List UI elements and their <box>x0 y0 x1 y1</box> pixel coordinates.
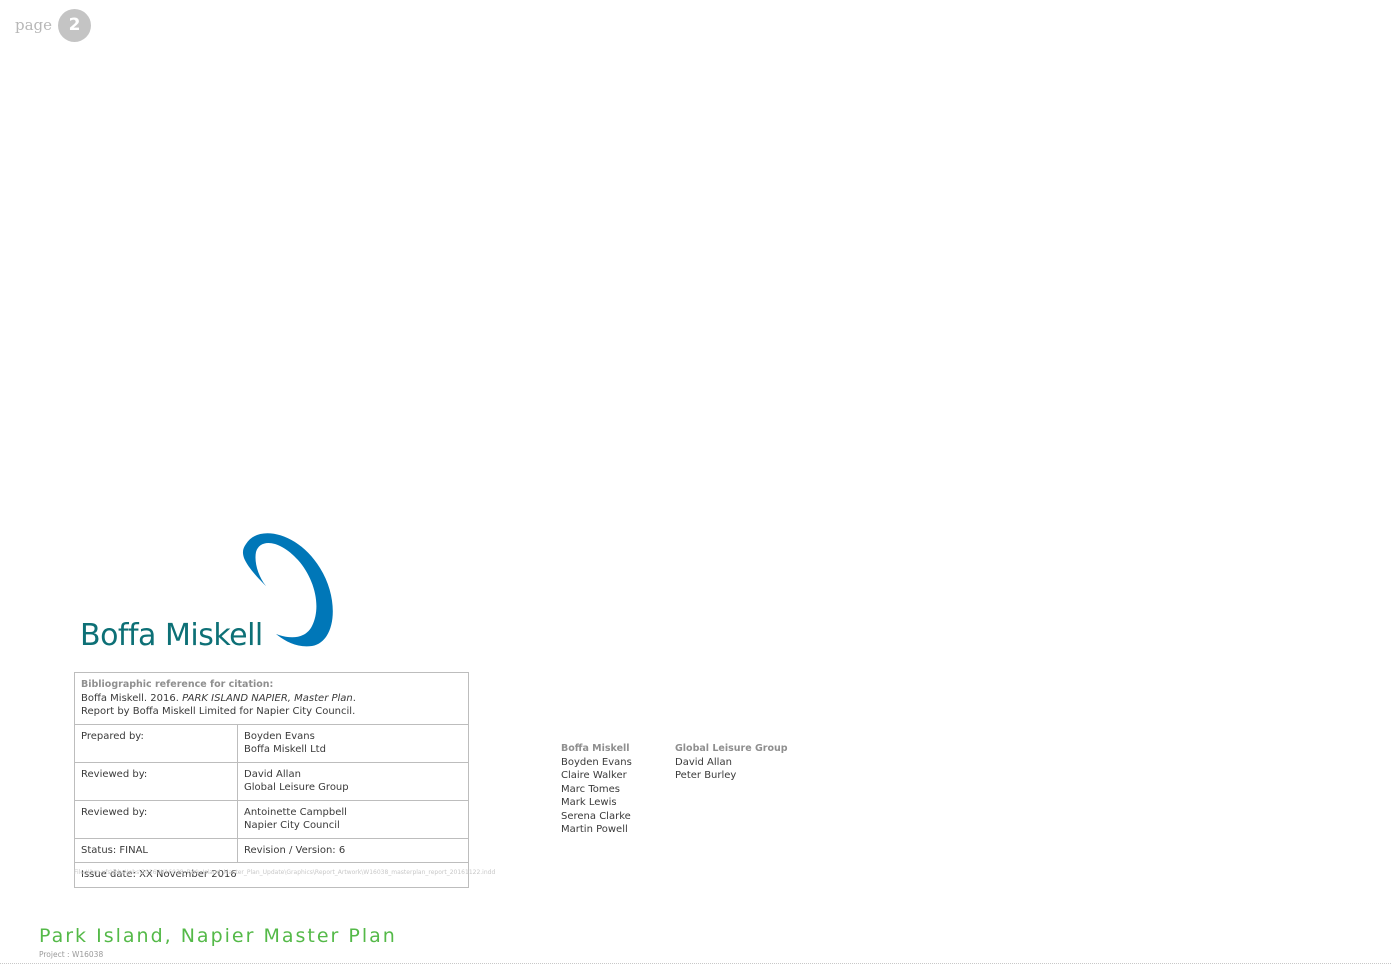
reviewed-by-value: Antoinette Campbell Napier City Council <box>238 801 468 838</box>
reviewed-by-label: Reviewed by: <box>75 800 238 838</box>
boffa-miskell-logo: Boffa Miskell <box>78 530 348 658</box>
citation-title: PARK ISLAND NAPIER, Master Plan <box>182 692 353 704</box>
logo-wordmark: Boffa Miskell <box>80 618 263 653</box>
document-title: Park Island, Napier Master Plan <box>39 925 397 947</box>
team-member: Marc Tomes <box>561 783 620 795</box>
team-member: Martin Powell <box>561 824 628 835</box>
citation-author-year: Boffa Miskell. 2016. <box>81 692 183 704</box>
revision-label: Revision / Version: 6 <box>244 844 346 856</box>
citation-table: Bibliographic reference for citation: Bo… <box>74 672 469 888</box>
citation-line-1: Boffa Miskell. 2016. PARK ISLAND NAPIER,… <box>81 692 462 706</box>
citation-period: . <box>352 692 356 704</box>
status-row: Status: FINAL Revision / Version: 6 <box>75 837 468 862</box>
team-heading: Boffa Miskell <box>561 743 630 754</box>
prepared-by-org: Boffa Miskell Ltd <box>244 744 326 755</box>
citation-line-2: Report by Boffa Miskell Limited for Napi… <box>81 706 356 717</box>
project-number: Project : W16038 <box>39 950 104 959</box>
team-member: Boyden Evans <box>561 756 632 768</box>
prepared-by-row: Prepared by: Boyden Evans Boffa Miskell … <box>75 723 468 762</box>
reviewed-by-row-2: Reviewed by: Antoinette Campbell Napier … <box>75 799 468 838</box>
team-member: Claire Walker <box>561 770 627 781</box>
issue-date-row: Issue date: XX November 2016 <box>75 862 468 887</box>
reviewer-name: David Allan <box>244 768 301 780</box>
prepared-by-name: Boyden Evans <box>244 730 315 742</box>
citation-row: Bibliographic reference for citation: Bo… <box>75 673 468 724</box>
reviewed-by-row-1: Reviewed by: David Allan Global Leisure … <box>75 761 468 800</box>
reviewed-by-value: David Allan Global Leisure Group <box>238 763 468 800</box>
issue-date: Issue date: XX November 2016 <box>81 869 237 880</box>
team-member: Serena Clarke <box>561 810 631 822</box>
citation-heading: Bibliographic reference for citation: <box>81 679 274 690</box>
prepared-by-value: Boyden Evans Boffa Miskell Ltd <box>238 725 468 762</box>
file-path: File:\\bm-vfs\jobs\Jobs\2016\W16038_Park… <box>74 869 496 876</box>
team-member: Peter Burley <box>675 770 737 781</box>
reviewed-by-label: Reviewed by: <box>75 762 238 800</box>
page-label: page <box>15 16 53 34</box>
reviewer-name: Antoinette Campbell <box>244 806 347 818</box>
team-member: David Allan <box>675 756 732 768</box>
team-member: Mark Lewis <box>561 797 617 808</box>
team-global-leisure-group: Global Leisure Group David Allan Peter B… <box>675 742 788 783</box>
prepared-by-label: Prepared by: <box>75 724 238 762</box>
reviewer-org: Napier City Council <box>244 820 340 831</box>
citation-cell: Bibliographic reference for citation: Bo… <box>75 673 468 724</box>
footer-divider <box>0 963 1391 964</box>
team-boffa-miskell: Boffa Miskell Boyden Evans Claire Walker… <box>561 742 632 837</box>
page-number: 2 <box>58 8 92 42</box>
team-heading: Global Leisure Group <box>675 743 788 754</box>
page-indicator: page 2 <box>15 8 92 42</box>
logo-ring-icon <box>242 533 333 647</box>
reviewer-org: Global Leisure Group <box>244 782 349 793</box>
status-label: Status: FINAL <box>75 838 238 862</box>
